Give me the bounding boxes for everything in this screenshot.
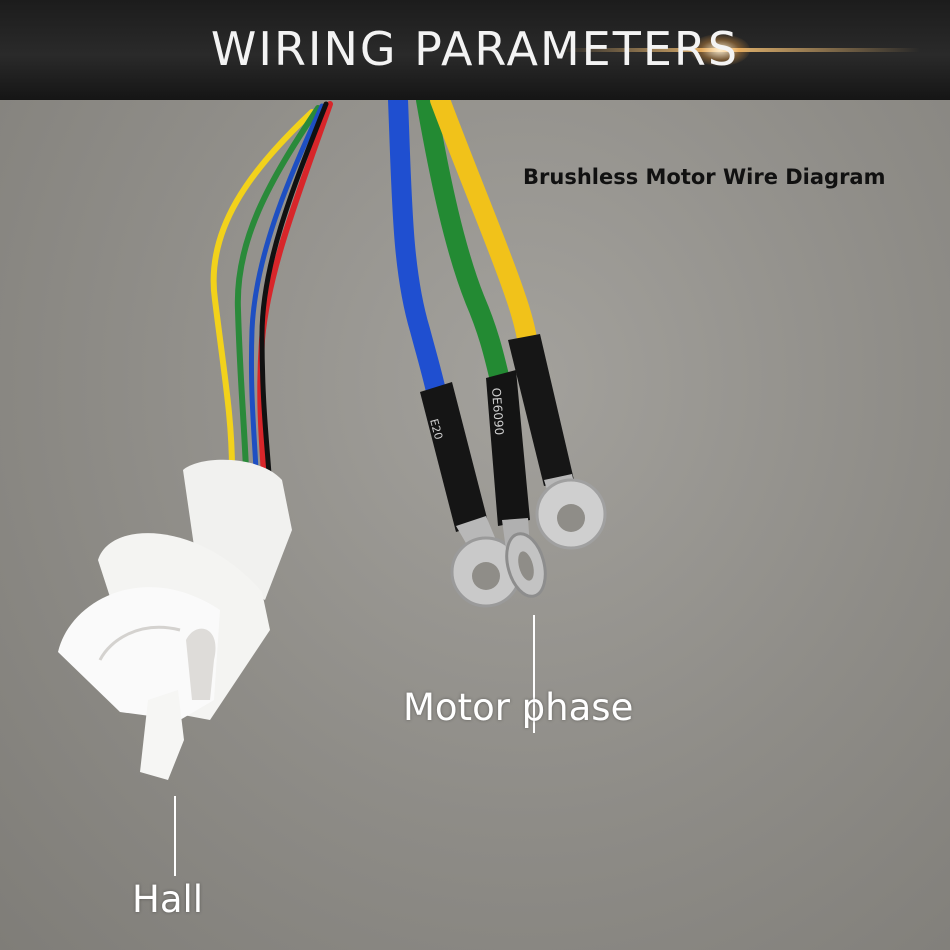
diagram-caption: Brushless Motor Wire Diagram — [523, 165, 886, 189]
hall-wire-blue — [248, 103, 325, 473]
phase-wire-green — [416, 90, 510, 390]
motor-phase-label: Motor phase — [403, 686, 634, 729]
sleeve-print-middle: OE6090 — [489, 387, 506, 435]
ring-terminal-right — [535, 474, 607, 550]
hall-wire-yellow — [210, 109, 315, 473]
hall-wire-bundle — [210, 101, 333, 493]
lens-flare-core — [690, 34, 750, 66]
motor-phase-leader-line — [533, 615, 535, 733]
ring-terminal-middle — [502, 518, 547, 598]
phase-wire-bundle — [388, 90, 538, 410]
hall-wire-green — [234, 105, 321, 473]
phase-wire-blue — [388, 90, 448, 410]
ring-terminal-left — [450, 516, 522, 608]
sleeve-middle — [486, 370, 530, 526]
sleeve-right — [508, 334, 574, 486]
hall-wire-black — [259, 101, 329, 493]
sleeve-print-left: E20 — [427, 417, 445, 441]
page-title: WIRING PARAMETERS — [210, 22, 740, 76]
phase-wire-yellow — [430, 90, 538, 355]
hall-connector — [58, 459, 292, 780]
hall-leader-line — [174, 796, 176, 876]
ring-terminals — [450, 474, 607, 608]
hall-label: Hall — [132, 878, 204, 921]
sleeve-left — [420, 382, 488, 532]
hall-wire-red — [257, 101, 333, 478]
heat-shrink-sleeves: E20 OE6090 — [420, 334, 574, 532]
